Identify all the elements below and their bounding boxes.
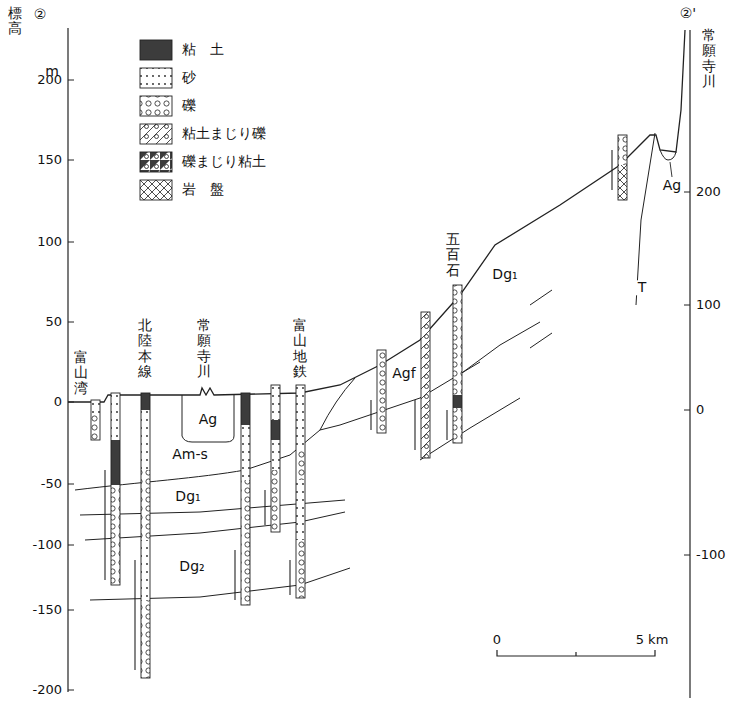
screen-mark <box>234 550 235 600</box>
alluvium-channel <box>660 150 676 160</box>
place-name: 北陸本線 <box>138 318 152 380</box>
axis-number: 0 <box>696 403 704 417</box>
legend-swatch <box>140 96 172 116</box>
elevation-axis <box>67 28 68 692</box>
legend-swatch <box>140 180 172 200</box>
stratum-boundary <box>530 290 552 305</box>
axis-tick <box>68 160 74 161</box>
unit-label: Dg₁ <box>173 489 202 504</box>
borehole-log <box>241 393 250 605</box>
screen-mark <box>264 490 265 525</box>
axis-number: 0 <box>493 633 501 647</box>
axis-tick <box>684 555 690 556</box>
stratum-boundary <box>530 333 552 348</box>
axis-number: 100 <box>696 298 721 312</box>
axis-tick <box>68 484 74 485</box>
axis-number: 5 km <box>636 633 669 647</box>
borehole-log <box>91 400 100 440</box>
axis-number: 50 <box>45 315 62 329</box>
unit-label: Ag <box>197 412 219 427</box>
legend-text: 粘 土 <box>182 42 224 57</box>
stratum-boundary <box>636 133 655 305</box>
axis-tick <box>68 80 74 81</box>
place-name: 常願寺川 <box>702 28 716 90</box>
place-name: 富山湾 <box>74 350 88 396</box>
axis-number: 100 <box>37 235 62 249</box>
axis-number: -150 <box>32 603 62 617</box>
borehole-log <box>141 393 150 678</box>
unit-label: Dg₁ <box>490 267 519 282</box>
ground-surface <box>68 30 685 402</box>
section-lines <box>68 28 690 698</box>
unit-label: ② <box>32 7 49 22</box>
legend-text: 岩 盤 <box>182 182 224 197</box>
axis-number: -50 <box>41 477 62 491</box>
axis-number: 200 <box>696 185 721 199</box>
unit-label: ②' <box>678 6 698 21</box>
borehole-log <box>421 312 430 458</box>
borehole-log <box>453 285 462 443</box>
unit-label: Agf <box>390 366 417 381</box>
stratum-boundary <box>320 378 355 430</box>
borehole-log <box>271 385 280 532</box>
legend-text: 砂 <box>182 70 196 85</box>
screen-mark <box>370 400 371 430</box>
alluvium-channel <box>182 395 234 442</box>
legend-swatch <box>140 124 172 144</box>
screen-mark <box>289 560 290 595</box>
stratum-boundary <box>90 568 350 600</box>
borehole-log <box>618 135 627 200</box>
scale-bar <box>497 650 655 656</box>
unit-label: T <box>636 280 649 295</box>
axis-tick <box>68 690 74 691</box>
place-name: 標高 <box>8 6 22 37</box>
stratum-boundary <box>420 398 520 460</box>
axis-tick <box>68 322 74 323</box>
elevation-axis <box>689 30 690 698</box>
legend-swatch <box>140 152 172 172</box>
legend-text: 粘土まじり礫 <box>182 126 266 141</box>
axis-tick <box>68 610 74 611</box>
legend-text: 礫まじり粘土 <box>182 154 266 169</box>
screen-mark <box>104 470 105 580</box>
axis-tick <box>68 242 74 243</box>
place-name: 常願寺川 <box>197 318 211 380</box>
borehole-log <box>296 385 305 598</box>
unit-label: Dg₂ <box>177 559 206 574</box>
axis-number: 200 <box>37 73 62 87</box>
legend-swatch <box>140 40 172 60</box>
axis-number: -100 <box>32 538 62 552</box>
borehole-log <box>111 393 120 585</box>
unit-label: Am-s <box>170 447 210 462</box>
axis-number: -200 <box>32 683 62 697</box>
place-name: 五百石 <box>446 232 460 278</box>
unit-label: Ag <box>661 178 683 193</box>
screen-mark <box>414 400 415 450</box>
screen-mark <box>446 410 447 440</box>
borehole-log <box>377 350 386 433</box>
axis-number: 0 <box>54 395 62 409</box>
axis-tick <box>684 192 690 193</box>
axis-number: 150 <box>37 153 62 167</box>
screen-mark <box>134 560 135 670</box>
leader-line <box>670 162 672 177</box>
stratum-boundary <box>85 512 345 540</box>
axis-number: -100 <box>696 548 726 562</box>
axis-tick <box>684 305 690 306</box>
legend-swatch <box>140 68 172 88</box>
axis-tick <box>68 545 74 546</box>
legend-text: 礫 <box>182 98 196 113</box>
stratum-boundary <box>455 322 540 378</box>
place-name: 富山地鉄 <box>293 318 307 380</box>
axis-tick <box>684 410 690 411</box>
screen-mark <box>611 150 612 190</box>
